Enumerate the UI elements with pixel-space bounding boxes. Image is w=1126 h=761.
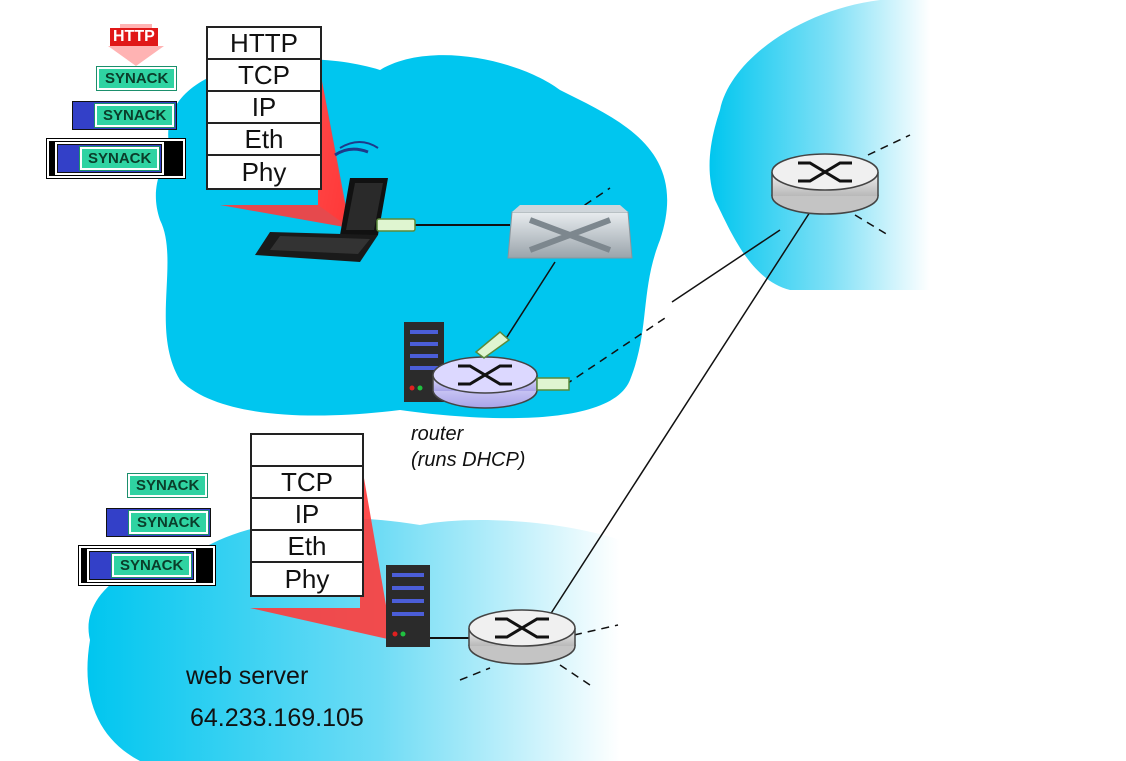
server-router-icon[interactable]: [468, 609, 576, 665]
server-network-cloud: [87, 518, 620, 761]
home-router-icon[interactable]: [404, 322, 570, 409]
client-layer-http: HTTP: [208, 28, 320, 60]
router-label: router (runs DHCP): [411, 421, 525, 473]
http-packet-arrow: HTTP: [108, 24, 164, 68]
server-eth-frame: SYNACK: [78, 545, 216, 586]
client-protocol-stack: HTTP TCP IP Eth Phy: [206, 26, 322, 190]
server-router-to-isp-link: [547, 211, 811, 619]
client-layer-tcp: TCP: [208, 60, 320, 92]
server-tcp-segment: SYNACK: [126, 473, 209, 498]
client-synack-tcp-label: SYNACK: [95, 66, 178, 91]
server-synack-ip-label: SYNACK: [127, 510, 210, 535]
client-layer-ip: IP: [208, 92, 320, 124]
client-layer-phy: Phy: [241, 156, 287, 187]
client-eth-frame: SYNACK: [46, 138, 186, 179]
server-layer-eth: Eth: [252, 531, 362, 563]
links: [415, 211, 811, 639]
switch-to-router-link: [504, 261, 556, 341]
client-layer-eth: Eth: [208, 124, 320, 156]
isp-router-icon[interactable]: [771, 153, 879, 215]
client-stack-highlight-fill: [220, 60, 350, 228]
server-protocol-stack: TCP IP Eth Phy: [250, 433, 364, 597]
server-layer-empty: [252, 435, 362, 467]
server-layer-tcp: TCP: [252, 467, 362, 499]
router-label-line1: router: [411, 423, 464, 445]
web-server-ip: 64.233.169.105: [190, 704, 364, 732]
isp-network-cloud: [709, 0, 930, 290]
server-layer-ip: IP: [252, 499, 362, 531]
web-server-label: web server: [186, 662, 309, 690]
server-layer-phy: Phy: [284, 563, 330, 594]
client-tcp-segment: SYNACK: [95, 66, 178, 91]
router-label-line2: (runs DHCP): [411, 449, 526, 471]
web-server-icon[interactable]: [386, 565, 430, 647]
http-packet-label: HTTP: [110, 28, 158, 46]
client-synack-ip-label: SYNACK: [93, 103, 176, 128]
home-router-to-isp-link: [671, 229, 781, 303]
client-ip-datagram: SYNACK: [72, 101, 178, 130]
client-synack-eth-label: SYNACK: [78, 146, 161, 171]
server-synack-eth-label: SYNACK: [110, 553, 193, 578]
switch-icon[interactable]: [507, 205, 633, 259]
server-ip-datagram: SYNACK: [106, 508, 212, 537]
server-synack-tcp-label: SYNACK: [126, 473, 209, 498]
laptop-icon[interactable]: [255, 141, 416, 262]
